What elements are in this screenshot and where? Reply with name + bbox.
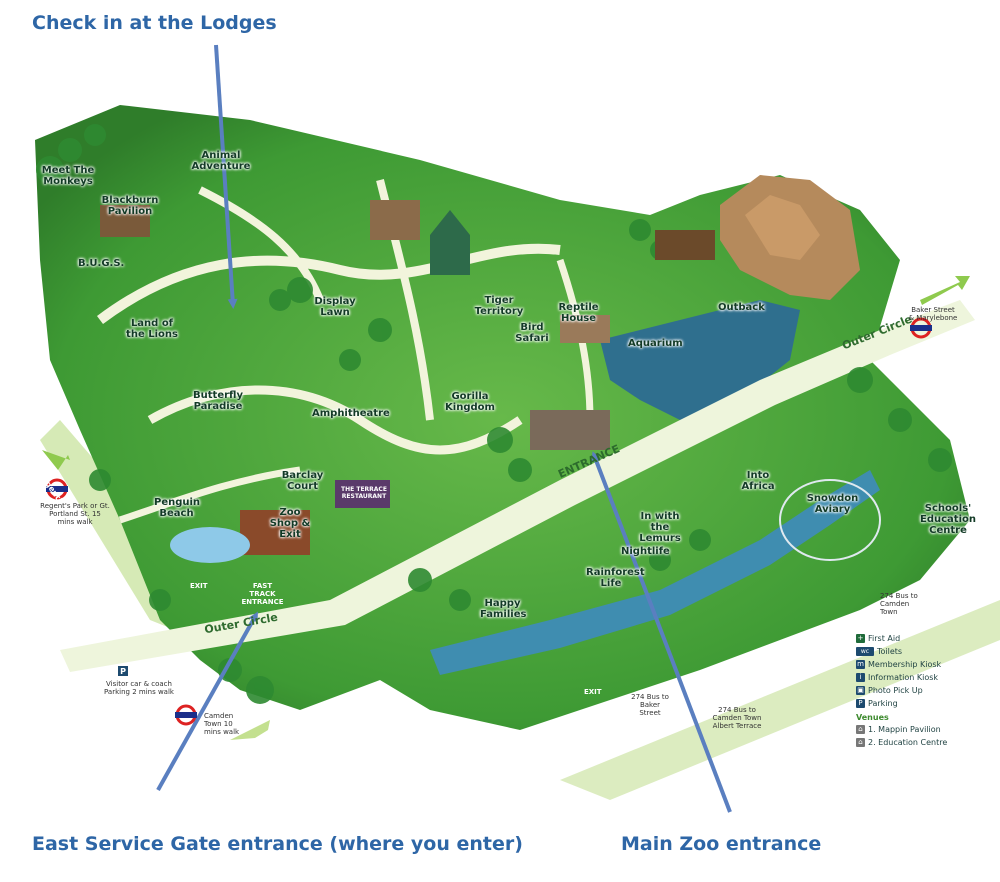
- outer-circle-road: [60, 300, 975, 672]
- callout-east-gate: East Service Gate entrance (where you en…: [32, 833, 523, 855]
- label-rainforest: Rainforest Life: [586, 567, 645, 589]
- label-display-lawn: Display Lawn: [314, 296, 356, 318]
- tube-roundel-camden: [175, 704, 197, 726]
- callout-lodges: Check in at the Lodges: [32, 12, 277, 34]
- mappin-pavilion: [655, 230, 715, 260]
- label-schools: Schools' Education Centre: [920, 503, 976, 536]
- terrace-restaurant: [335, 480, 390, 508]
- label-land-lions: Land of the Lions: [126, 318, 178, 340]
- label-regents-park: Regent's Park or Gt. Portland St. 15 min…: [40, 502, 110, 526]
- lodges-arrow: [214, 44, 238, 309]
- label-parking: Visitor car & coach Parking 2 mins walk: [104, 680, 174, 696]
- label-zoo-shop: Zoo Shop & Exit: [269, 507, 311, 540]
- main-entrance-arrow: [591, 451, 732, 813]
- label-bus-baker: 274 Bus to Baker Street: [631, 693, 669, 717]
- main-entrance-building: [530, 410, 610, 450]
- label-butterfly: Butterfly Paradise: [193, 390, 243, 412]
- label-amphitheatre: Amphitheatre: [312, 408, 390, 419]
- label-happy-families: Happy Families: [480, 598, 527, 620]
- membership-icon: m: [856, 660, 865, 669]
- tube-roundel-regents: [46, 478, 68, 500]
- direction-arrow-ne: [920, 276, 970, 305]
- label-nightlife: Nightlife: [621, 546, 670, 557]
- label-fast-track: FAST TRACK ENTRANCE: [241, 582, 284, 606]
- svg-text:P: P: [120, 667, 126, 676]
- legend-venue-1: ⌂1. Mappin Pavilion: [856, 723, 996, 736]
- label-meet-monkeys: Meet The Monkeys: [41, 165, 95, 187]
- venue-icon: ⌂: [856, 725, 865, 734]
- penguin-pool: [170, 527, 250, 563]
- label-camden-town: Camden Town 10 mins walk: [204, 712, 240, 736]
- label-reptile-house: Reptile House: [558, 302, 599, 324]
- display-lawn-building: [370, 200, 420, 240]
- tube-roundel-baker: [910, 317, 932, 339]
- parking-icon: [118, 666, 128, 676]
- label-bus-camden: 274 Bus to Camden Town Albert Terrace: [712, 706, 762, 730]
- label-bird-safari: Bird Safari: [515, 322, 549, 344]
- label-aquarium: Aquarium: [628, 338, 683, 349]
- zoo-shop: [240, 510, 310, 555]
- venue-icon: ⌂: [856, 738, 865, 747]
- label-gorilla: Gorilla Kingdom: [445, 391, 495, 413]
- first-aid-icon: +: [856, 634, 865, 643]
- label-tiger-territory: Tiger Territory: [474, 295, 524, 317]
- label-terrace: THE TERRACE RESTAURANT: [341, 486, 387, 500]
- callout-main-entrance: Main Zoo entrance: [621, 833, 822, 855]
- direction-arrow-w: [42, 450, 70, 470]
- label-animal-adventure: Animal Adventure: [191, 150, 251, 172]
- prince-albert-road: [560, 600, 1000, 800]
- legend-item-photo: ▣Photo Pick Up: [856, 686, 923, 695]
- canal: [430, 470, 880, 675]
- reptile-house: [560, 315, 610, 343]
- label-exit-2: EXIT: [584, 688, 602, 696]
- label-snowdon: Snowdon Aviary: [806, 493, 859, 515]
- label-lemurs: In with the Lemurs: [639, 511, 681, 544]
- label-penguin: Penguin Beach: [154, 497, 201, 519]
- blackburn-pavilion: [100, 205, 150, 237]
- label-baker-street: Baker Street & Marylebone: [908, 306, 958, 322]
- label-blackburn: Blackburn Pavilion: [101, 195, 159, 217]
- parking-icon: P: [856, 699, 865, 708]
- tiger-territory-tower: [430, 210, 470, 275]
- toilets-icon: wc: [856, 647, 874, 656]
- label-outback: Outback: [718, 302, 765, 313]
- legend-venues-title: Venues: [856, 713, 889, 722]
- camera-icon: ▣: [856, 686, 865, 695]
- east-gate-arrow: [156, 611, 258, 791]
- label-barclay: Barclay Court: [281, 470, 324, 492]
- snowdon-aviary: [779, 479, 881, 561]
- label-bugs: B.U.G.S.: [78, 258, 125, 269]
- label-into-africa: Into Africa: [741, 470, 775, 492]
- direction-arrow-sw: [230, 720, 270, 740]
- label-bus-274-top: 274 Bus to Camden Town: [880, 592, 918, 616]
- legend-venue-2: ⌂2. Education Centre: [856, 736, 996, 749]
- information-icon: i: [856, 673, 865, 682]
- label-exit: EXIT: [190, 582, 208, 590]
- legend-item-first-aid: +First Aid: [856, 634, 901, 643]
